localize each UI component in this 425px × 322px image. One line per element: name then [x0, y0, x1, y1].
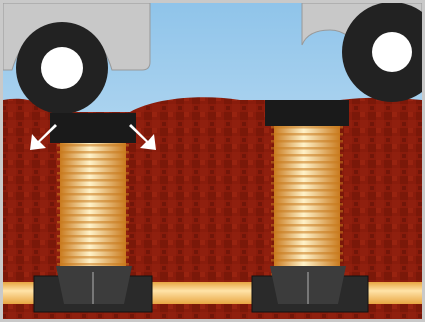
riser-rib — [271, 203, 343, 206]
riser-rib — [271, 224, 343, 227]
riser-rib — [57, 200, 129, 203]
riser-rib — [271, 154, 343, 157]
riser-rib — [271, 182, 343, 185]
riser-rib — [57, 172, 129, 175]
riser-rib — [271, 161, 343, 164]
riser-rib — [57, 207, 129, 210]
riser-rib — [271, 252, 343, 255]
riser-rib — [57, 256, 129, 259]
riser-rib — [271, 238, 343, 241]
riser-pipe — [265, 100, 349, 278]
riser-rib — [57, 263, 129, 266]
riser-rib — [57, 228, 129, 231]
riser-rib — [271, 245, 343, 248]
riser-rib — [57, 221, 129, 224]
riser-rib — [57, 193, 129, 196]
riser-rib — [271, 231, 343, 234]
riser-rib — [57, 151, 129, 154]
riser-rib — [271, 217, 343, 220]
tire-icon — [16, 22, 108, 114]
riser-rib — [271, 175, 343, 178]
riser-rib — [57, 249, 129, 252]
riser-rib — [57, 242, 129, 245]
riser-rib — [271, 133, 343, 136]
riser-rib — [271, 140, 343, 143]
riser-rib — [57, 165, 129, 168]
riser-rib — [57, 158, 129, 161]
riser-rib — [271, 259, 343, 262]
riser-rib — [271, 147, 343, 150]
riser-pipe — [50, 113, 136, 280]
riser-rib — [271, 196, 343, 199]
riser-rib — [57, 186, 129, 189]
riser-rib — [271, 210, 343, 213]
riser-rib — [57, 179, 129, 182]
riser-rib — [57, 144, 129, 147]
riser-rib — [271, 168, 343, 171]
riser-rib — [57, 235, 129, 238]
riser-rib — [271, 189, 343, 192]
riser-rib — [57, 214, 129, 217]
riser-rib — [271, 126, 343, 129]
